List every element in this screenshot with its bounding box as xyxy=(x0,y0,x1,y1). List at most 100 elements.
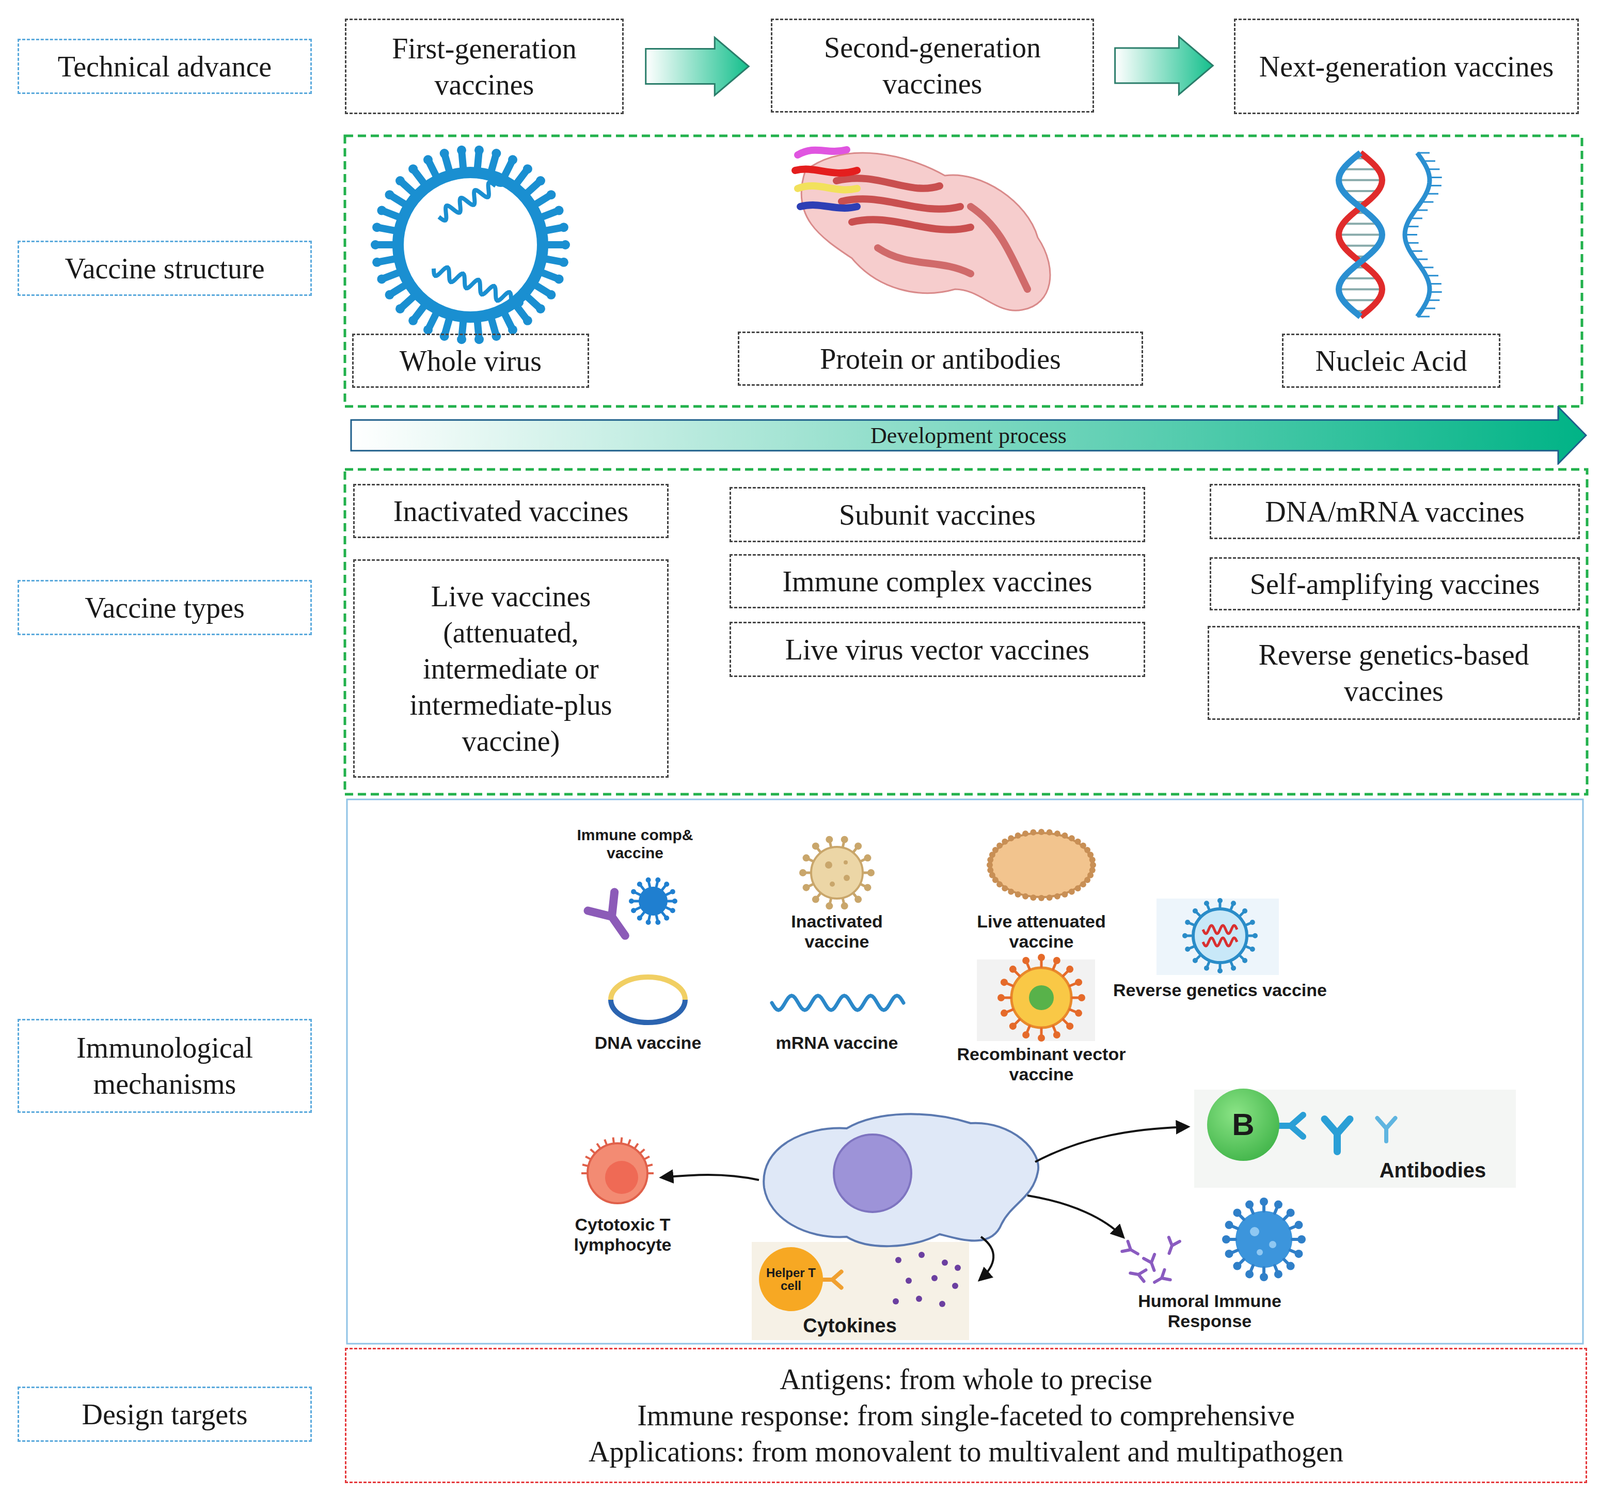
virus-scallop xyxy=(1061,891,1068,898)
text-holder: Design targets xyxy=(82,1396,248,1433)
virus-spike xyxy=(423,325,433,335)
t-cell-nucleus xyxy=(605,1160,639,1194)
block-arrow xyxy=(645,37,750,96)
virus-spike xyxy=(1286,1261,1295,1271)
virus-spot xyxy=(843,860,848,865)
virus-spike xyxy=(812,842,820,850)
virus-spike xyxy=(1022,956,1030,964)
virus-scallop xyxy=(1068,834,1075,842)
response-arrow xyxy=(1027,1195,1123,1237)
target-line: Immune response: from single-faceted to … xyxy=(588,1397,1344,1434)
virus-spike xyxy=(637,915,643,921)
cell-fringe xyxy=(647,1171,654,1175)
text-holder: Helper T cell xyxy=(761,1265,821,1292)
virus-spike xyxy=(1066,965,1074,973)
cell-fringe xyxy=(639,1149,645,1154)
category-box: Reverse genetics-based vaccines xyxy=(1207,625,1580,720)
text-holder: Live virus vector vaccines xyxy=(785,631,1090,668)
virus-spike xyxy=(1225,1220,1234,1229)
dna-rung xyxy=(1338,233,1383,236)
virus-spike xyxy=(1245,1200,1254,1209)
row-label: Vaccine structure xyxy=(17,240,312,296)
virus-spike xyxy=(672,898,678,904)
virus-spike xyxy=(1182,932,1188,939)
rna-strand xyxy=(1404,152,1430,317)
virus-icon xyxy=(1193,908,1247,963)
virus-spike xyxy=(1222,1234,1231,1244)
virus-envelope xyxy=(398,172,543,318)
virus-scallop xyxy=(1054,893,1061,900)
virus-spike xyxy=(1204,900,1210,906)
cytokine-dot xyxy=(918,1251,925,1258)
virus-spike xyxy=(630,907,637,913)
virus-scallop xyxy=(1022,830,1029,837)
virus-genome xyxy=(493,176,509,187)
icon-label: Cytotoxic T lymphocyte xyxy=(540,1214,706,1255)
virus-scallop xyxy=(1038,894,1045,901)
virus-icon xyxy=(1011,967,1072,1028)
virus-spike xyxy=(1259,1197,1269,1206)
virus-spike xyxy=(1249,919,1256,925)
cell-fringe xyxy=(590,1149,596,1154)
virus-spike xyxy=(663,915,670,921)
virus-spike xyxy=(491,148,501,158)
icon-label: Inactivated vaccine xyxy=(759,911,915,952)
antibody-symbol xyxy=(820,1271,842,1288)
virus-spike xyxy=(376,274,387,284)
virus-scallop xyxy=(1007,834,1015,842)
virus-spot xyxy=(843,874,850,881)
virus-spike xyxy=(799,868,807,877)
category-box: Live vaccines (attenuated, intermediate … xyxy=(353,559,669,778)
dna-strand xyxy=(1338,152,1383,317)
cell-fringe xyxy=(628,1139,631,1146)
virus-spike xyxy=(1274,1269,1283,1278)
virus-scallop xyxy=(1022,893,1029,900)
antibody-symbol xyxy=(1129,1266,1146,1281)
virus-spike xyxy=(825,835,833,844)
mrna-strand xyxy=(771,995,904,1010)
virus-spike xyxy=(854,842,862,850)
virus-spike xyxy=(560,240,570,250)
box-text: Vaccine structure xyxy=(64,250,265,287)
virus-spike xyxy=(825,901,833,910)
text-holder: Vaccine types xyxy=(84,589,245,626)
category-box: Immune complex vaccines xyxy=(729,553,1146,609)
virus-spike xyxy=(1192,908,1198,914)
text-holder: Next-generation vaccines xyxy=(1259,48,1555,85)
box-text: Self-amplifying vaccines xyxy=(1249,565,1540,603)
virus-spot xyxy=(829,881,835,887)
virus-spike xyxy=(523,164,533,174)
virus-spike xyxy=(854,895,862,904)
virus-spike xyxy=(372,257,382,267)
cell-fringe xyxy=(634,1143,639,1149)
cytokine-dot xyxy=(954,1264,961,1271)
virus-scallop xyxy=(1038,828,1045,835)
cell-fringe xyxy=(621,1137,622,1144)
virus-spike xyxy=(372,222,382,232)
virus-genome xyxy=(509,297,524,308)
virus-icon xyxy=(811,846,863,899)
virus-spike xyxy=(637,881,643,887)
text-holder: Technical advance xyxy=(57,48,272,85)
dna-strand xyxy=(1338,152,1383,317)
virus-spike xyxy=(554,206,564,216)
box-text: Development process xyxy=(870,421,1067,450)
virus-spike xyxy=(1232,1208,1242,1217)
virus-scallop xyxy=(1015,891,1022,898)
category-box: Protein or antibodies xyxy=(737,331,1144,386)
row-label: Technical advance xyxy=(17,38,312,94)
dna-rung xyxy=(1338,179,1383,182)
cell-fringe xyxy=(581,1171,588,1175)
virus-spot xyxy=(1249,1226,1260,1237)
virus-spike xyxy=(670,889,676,895)
virus-spike xyxy=(841,901,849,910)
icon-label: Immune comp& vaccine xyxy=(549,826,721,862)
structure-panel xyxy=(344,135,1582,407)
text-holder: Inactivated vaccines xyxy=(393,493,629,530)
virus-genome xyxy=(1202,925,1238,934)
box-text: Second-generation vaccines xyxy=(786,29,1079,102)
virus-spike xyxy=(1294,1220,1303,1229)
virus-spike xyxy=(630,889,637,895)
virus-core xyxy=(1028,985,1054,1010)
text-holder: Vaccine structure xyxy=(64,250,265,287)
